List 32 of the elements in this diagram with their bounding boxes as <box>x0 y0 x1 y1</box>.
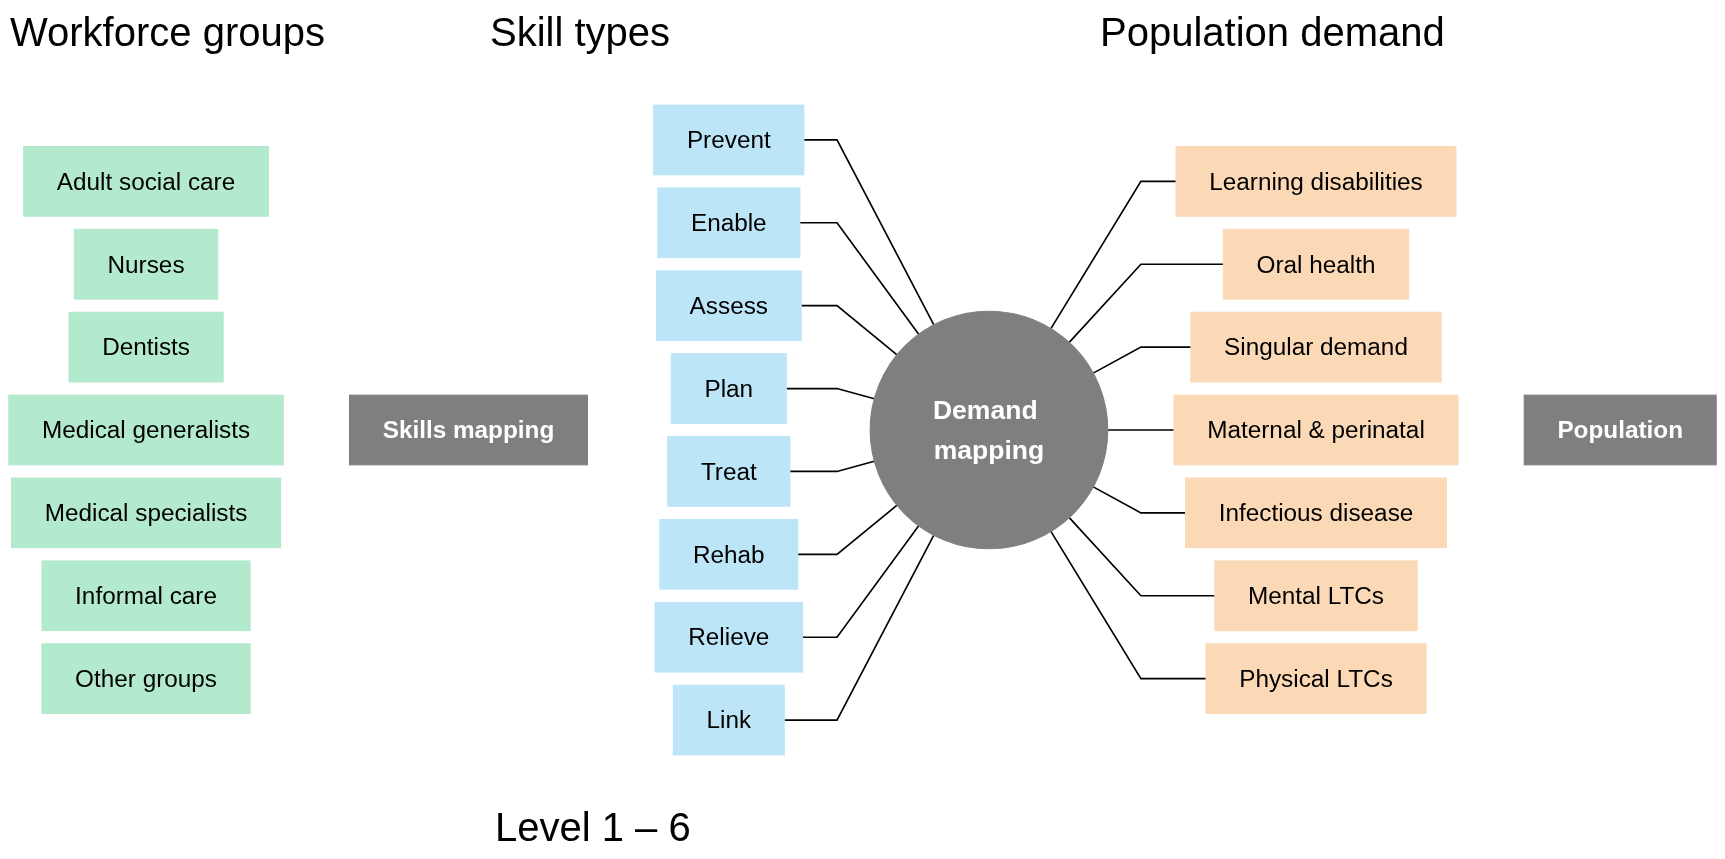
node-box: Nurses <box>73 228 219 300</box>
node-box: Mental LTCs <box>1214 560 1418 632</box>
node-box: Singular demand <box>1190 311 1442 383</box>
column-heading: Population demand <box>1100 10 1445 55</box>
level-note: Level 1 – 6 <box>495 805 691 850</box>
node-box: Informal care <box>41 560 251 632</box>
node-box: Prevent <box>653 104 805 176</box>
node-box: Infectious disease <box>1185 477 1447 549</box>
node-box: Other groups <box>41 643 251 714</box>
node-box: Medical specialists <box>11 477 282 549</box>
connector <box>1050 530 1207 680</box>
node-box: Oral health <box>1222 228 1410 300</box>
node-box: Dentists <box>68 311 224 383</box>
node-box: Link <box>672 684 785 756</box>
column-heading: Skill types <box>490 10 671 55</box>
node-box: Treat <box>667 436 791 507</box>
node-circle: Demand mapping <box>869 310 1109 550</box>
node-box: Adult social care <box>23 146 269 217</box>
node-box: Enable <box>657 187 801 259</box>
node-box: Relieve <box>654 601 804 673</box>
connector <box>1050 180 1177 330</box>
node-box: Physical LTCs <box>1205 643 1427 714</box>
node-box: Population <box>1523 394 1717 466</box>
node-box: Learning disabilities <box>1175 146 1457 217</box>
column-heading: Workforce groups <box>10 10 325 55</box>
node-box: Rehab <box>659 518 799 590</box>
node-box: Skills mapping <box>349 394 588 466</box>
node-box: Maternal & perinatal <box>1173 394 1459 466</box>
node-box: Assess <box>655 270 802 342</box>
connector <box>803 139 935 326</box>
node-box: Plan <box>670 353 787 424</box>
node-box: Medical generalists <box>8 394 284 466</box>
